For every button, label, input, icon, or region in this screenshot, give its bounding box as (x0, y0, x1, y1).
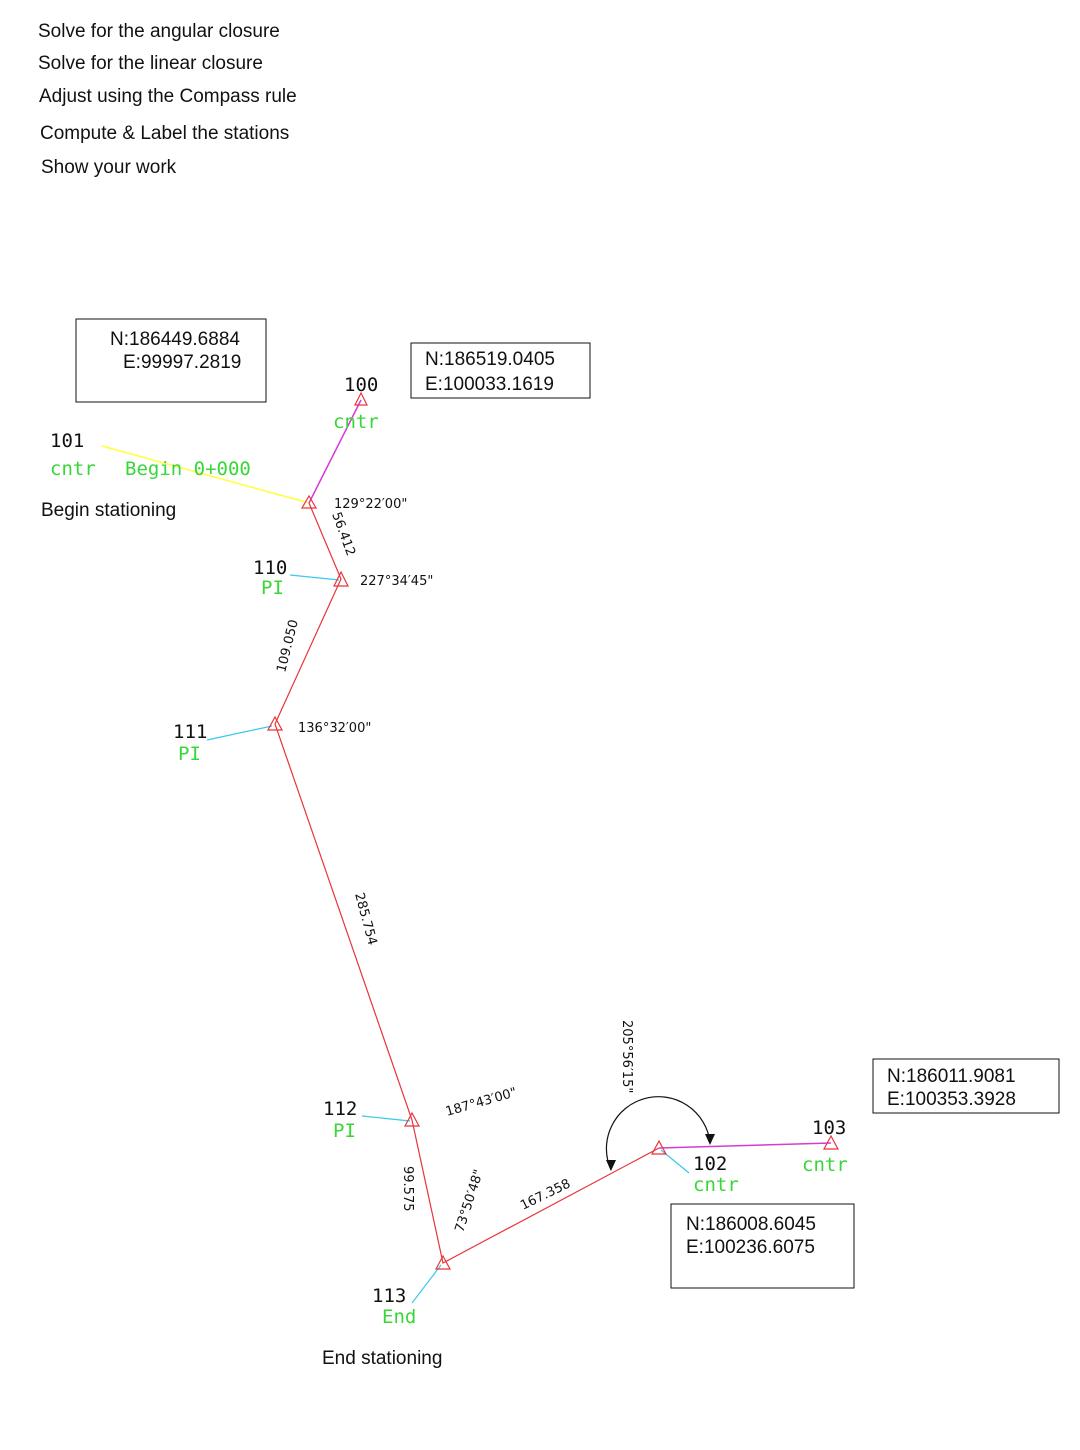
station-number-110: 110 (253, 557, 287, 579)
arc-arrowhead (606, 1160, 616, 1171)
coord-box-102: N:186008.6045 E:100236.6075 (670, 1203, 855, 1289)
station-type-111: PI (178, 743, 201, 765)
coord-box-100: N:186519.0405 E:100033.1619 (410, 342, 591, 399)
angle-label: 136°32′00" (298, 721, 371, 736)
end-stationing-note: End stationing (322, 1348, 442, 1369)
coord-box-103: N:186011.9081 E:100353.3928 (872, 1058, 1060, 1114)
instruction-show-work: Show your work (41, 157, 177, 178)
instructions-block: Solve for the angular closure Solve for … (0, 0, 520, 200)
distance-label: 285.754 (351, 891, 379, 947)
angle-label: 227°34′45" (360, 574, 433, 589)
coord-box-101: N:186449.6884 E:99997.2819 (75, 318, 267, 403)
angle-label: 129°22′00" (334, 497, 407, 512)
instruction-angular-closure: Solve for the angular closure (38, 21, 280, 42)
traverse-line (274, 502, 660, 1264)
backsight-line-101 (101, 445, 310, 504)
station-number-102: 102 (693, 1153, 727, 1175)
coord-northing: N:186519.0405 (425, 349, 555, 370)
station-begin-label: Begin 0+000 (125, 458, 251, 480)
station-number-101: 101 (50, 430, 84, 452)
station-type-101: cntr (50, 458, 96, 480)
station-type-103: cntr (802, 1154, 848, 1176)
leader-113 (411, 1264, 442, 1304)
coord-easting: E:99997.2819 (123, 352, 241, 373)
reference-line-100 (308, 399, 362, 504)
coord-northing: N:186008.6045 (686, 1214, 816, 1235)
station-marker-102 (650, 1139, 668, 1155)
instruction-label-stations: Compute & Label the stations (40, 123, 290, 144)
coord-easting: E:100236.6075 (686, 1237, 815, 1258)
station-number-113: 113 (372, 1285, 406, 1307)
station-marker-101 (300, 494, 318, 509)
station-type-110: PI (261, 577, 284, 599)
begin-stationing-note: Begin stationing (41, 500, 176, 521)
station-type-113: End (382, 1306, 416, 1328)
station-marker-111 (266, 715, 284, 731)
station-marker-113 (434, 1254, 452, 1270)
leader-112 (361, 1115, 411, 1122)
distance-label: 56.412 (328, 510, 358, 558)
distance-label: 99.575 (400, 1166, 415, 1212)
coord-northing: N:186011.9081 (887, 1066, 1016, 1087)
instruction-compass-rule: Adjust using the Compass rule (39, 86, 297, 107)
station-number-111: 111 (173, 721, 207, 743)
station-marker-112 (403, 1111, 421, 1127)
distance-label: 109.050 (274, 618, 302, 674)
station-type-102: cntr (693, 1174, 739, 1196)
angle-label: 205°56′15" (619, 1020, 634, 1093)
reference-line-103 (658, 1142, 832, 1149)
station-marker-110 (333, 570, 349, 587)
angle-label: 187°43′00" (444, 1085, 519, 1120)
instruction-linear-closure: Solve for the linear closure (38, 53, 263, 74)
station-type-112: PI (333, 1120, 356, 1142)
station-number-100: 100 (344, 374, 378, 396)
arc-arrowhead (705, 1134, 715, 1145)
angle-label: 73°50′48" (453, 1168, 487, 1235)
coord-northing: N:186449.6884 (110, 329, 240, 350)
station-number-112: 112 (323, 1098, 357, 1120)
angle-arc-102 (605, 1096, 711, 1171)
coord-easting: E:100033.1619 (425, 374, 554, 395)
leader-111 (206, 725, 273, 741)
station-marker-100 (354, 391, 368, 406)
station-type-100: cntr (333, 411, 379, 433)
leader-110 (289, 574, 340, 581)
station-marker-103 (822, 1134, 840, 1150)
coord-easting: E:100353.3928 (887, 1089, 1016, 1110)
station-number-103: 103 (812, 1117, 846, 1139)
